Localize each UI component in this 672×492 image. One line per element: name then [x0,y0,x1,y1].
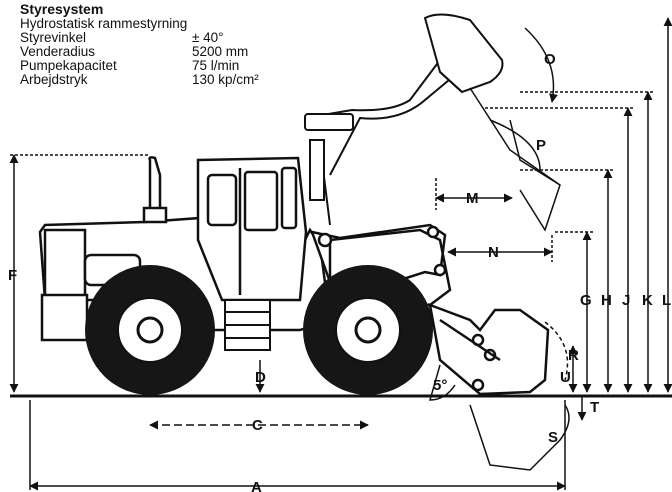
horizontal-dims [29,178,566,491]
spec-block: Styresystem Hydrostatisk rammestyrning S… [20,2,320,87]
dim-label-l: L [662,292,671,309]
dim-label-m: M [466,190,479,207]
arc-p [489,119,541,171]
dump-bucket-edge [509,119,561,186]
spec-row: Styrevinkel ± 40° [20,31,320,45]
exhaust-pipe [142,156,168,224]
lowered-bucket [428,303,550,396]
dim-label-n: N [488,244,499,261]
spec-subtitle: Hydrostatisk rammestyrning [20,16,188,31]
dump-bucket [469,87,561,232]
angle-marker [429,364,456,401]
spec-row: Venderadius 5200 mm [20,45,320,59]
angle-label: 5° [433,377,447,394]
dim-label-h: H [601,292,612,309]
front-wheel [303,265,433,395]
arc-o [524,27,558,103]
dim-label-d: D [255,369,266,386]
dim-label-j: J [622,292,630,309]
dim-label-f: F [8,267,17,284]
ladder [224,299,271,351]
vertical-dims [9,17,672,421]
spec-key: Pumpekapacitet [20,58,117,73]
spec-key: Venderadius [20,44,96,59]
dim-label-p: P [536,137,546,154]
dim-label-r: R [568,347,579,364]
raised-bucket [423,13,504,94]
spec-value: ± 40° [192,30,224,45]
dim-label-u: U [560,369,571,386]
dim-label-a: A [251,479,262,492]
rear-wheel [85,265,215,395]
dim-label-c: C [252,417,263,434]
spec-key: Arbejdstryk [20,72,88,87]
bucket-arc [544,321,569,381]
spec-key: Styrevinkel [20,30,87,45]
spec-row: Pumpekapacitet 75 l/min [20,59,320,73]
spec-row: Arbejdstryk 130 kp/cm² [20,73,320,87]
cab [196,156,308,302]
dim-label-k: K [642,292,653,309]
spec-title: Styresystem [20,1,104,17]
spec-value: 75 l/min [192,58,240,73]
dim-label-t: T [590,399,599,416]
spec-value: 130 kp/cm² [192,72,259,87]
dim-label-g: G [580,292,592,309]
raised-arm [304,57,476,226]
dig-arc [469,404,570,471]
dim-label-s: S [548,429,558,446]
spec-value: 5200 mm [192,44,249,59]
dim-label-o: O [544,51,556,68]
